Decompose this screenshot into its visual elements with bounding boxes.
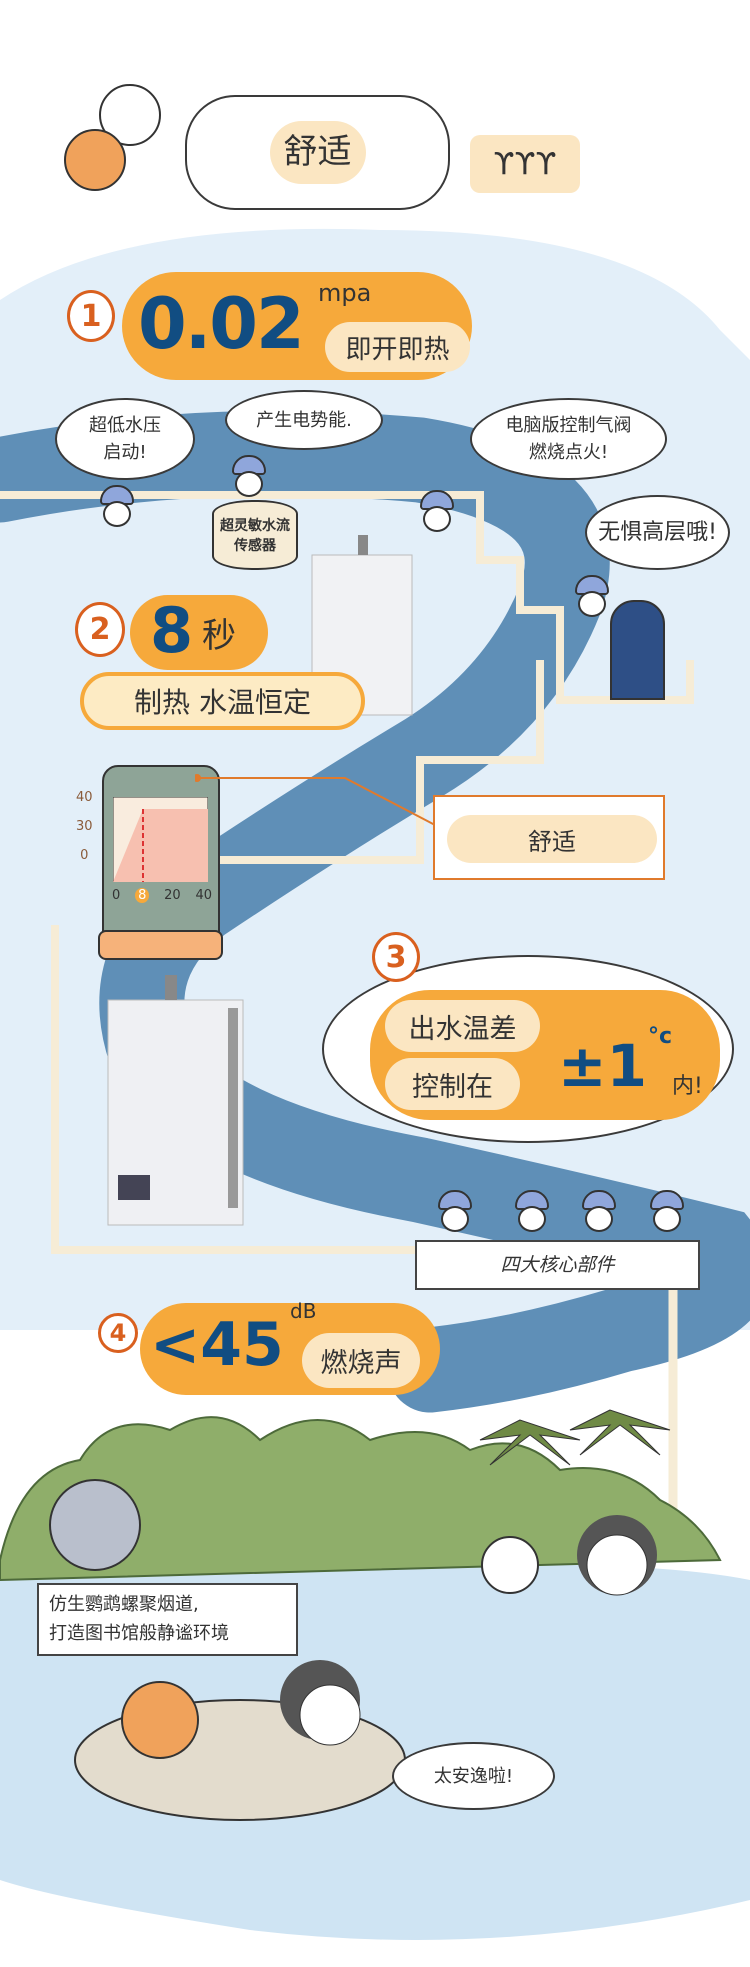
section4-unit: dB [290,1299,317,1323]
section1-number: 1 [67,290,115,342]
speech-line: 燃烧点火! [528,442,609,463]
worker-figure [575,575,609,623]
tower-building [610,600,665,700]
parts-label: 四大核心部件 [415,1240,700,1290]
section3-line1: 出水温差 [385,1000,540,1052]
speech-ignite: 电脑版控制气阀 燃烧点火! [470,398,667,480]
chart-x-ticks: 0 8 20 40 [112,888,212,903]
worker-figure [582,1190,616,1238]
caption-line: 打造图书馆般静谧环境 [49,1622,229,1644]
x-tick-highlight: 8 [135,888,150,903]
section3-suffix: 内! [672,1074,703,1099]
section2-label: 制热 水温恒定 [80,672,365,730]
callout-line [195,774,436,826]
y-tick: 40 [76,790,93,805]
worker-figure [650,1190,684,1238]
chart-y-ticks: 40 30 0 [76,783,93,870]
worker-figure [100,485,134,533]
section4-value: <45 [150,1310,284,1380]
section2-unit: 秒 [202,616,236,656]
speech-line: 启动! [103,442,147,463]
x-tick: 40 [195,888,212,903]
section3-number: 3 [372,932,420,982]
section4-label: 燃烧声 [302,1333,420,1388]
flame-base [98,930,223,960]
header-bubble: 舒适 [185,95,450,210]
temperature-chart [113,797,208,882]
section2-badge [130,595,268,670]
speech-high-floor: 无惧高层哦! [585,495,730,570]
x-tick: 20 [164,888,181,903]
x-tick: 0 [112,888,121,903]
section4-number: 4 [98,1313,138,1353]
y-tick: 30 [76,819,93,834]
section1-value: 0.02 [138,283,305,365]
section1-unit: mpa [318,279,372,307]
temperature-area [113,809,208,882]
caption-line: 仿生鹦鹉螺聚烟道, [49,1593,199,1615]
section2-value: 8 [150,594,194,667]
caption-box: 仿生鹦鹉螺聚烟道, 打造图书馆般静谧环境 [37,1583,298,1656]
worker-figure [232,455,266,503]
sprouts-icon: ϒϒϒ [470,135,580,193]
callout-box: 舒适 [433,795,665,880]
sensor-label: 传感器 [234,538,276,554]
speech-relaxed: 太安逸啦! [392,1742,555,1810]
section2-number: 2 [75,602,125,657]
worker-figure [438,1190,472,1238]
callout-text: 舒适 [447,815,657,863]
section3-value: ±1 [558,1032,647,1100]
section3-unit: °c [648,1024,673,1049]
section3-line2: 控制在 [385,1058,520,1110]
speech-low-pressure: 超低水压 启动! [55,398,195,480]
header-title: 舒适 [269,121,366,184]
sensor-drum: 超灵敏水流 传感器 [212,500,298,570]
speech-potential: 产生电势能. [225,390,383,450]
worker-figure [515,1190,549,1238]
speech-line: 电脑版控制气阀 [505,415,632,436]
worker-figure [420,490,454,538]
sensor-label: 超灵敏水流 [220,518,290,534]
y-tick: 0 [80,848,89,863]
section1-label: 即开即热 [325,322,470,372]
speech-line: 超低水压 [89,415,161,436]
